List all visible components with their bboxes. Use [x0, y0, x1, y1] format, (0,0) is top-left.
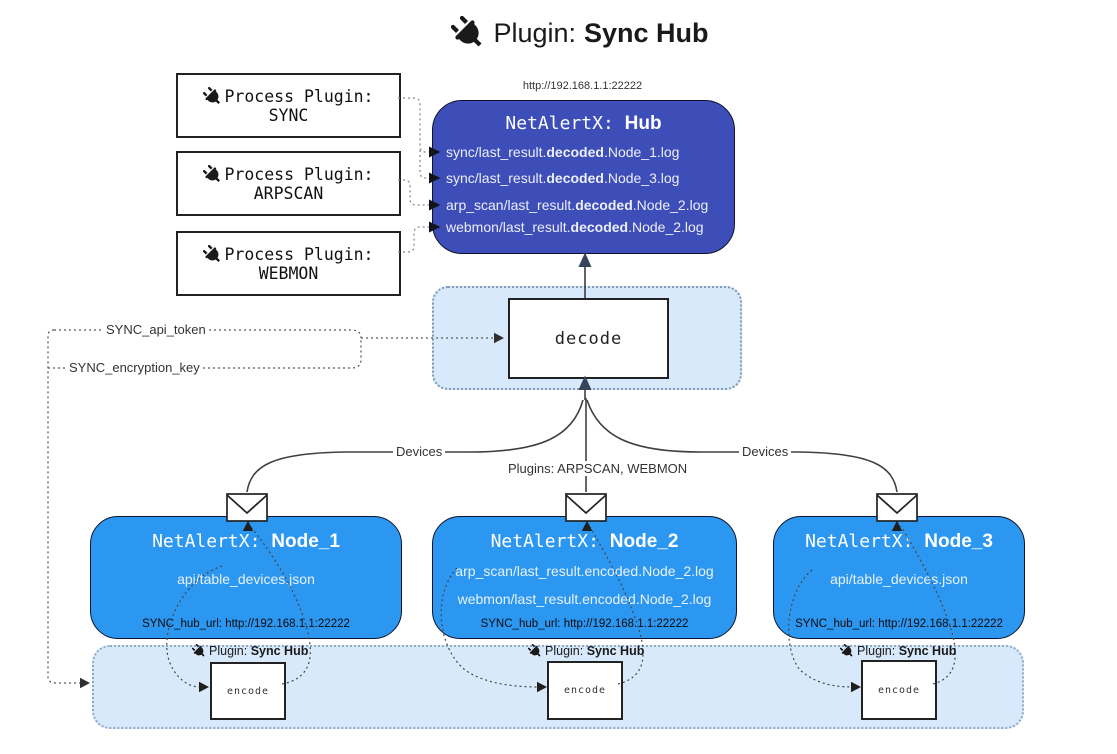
- hub-title-prefix: NetAlertX:: [505, 113, 625, 134]
- encode-box-2[interactable]: encode: [547, 661, 623, 720]
- process-plugin-line1: Process Plugin:: [224, 86, 374, 106]
- process-plugin-name: ARPSCAN: [253, 183, 324, 203]
- process-plugin-name: WEBMON: [258, 263, 319, 283]
- hub-node[interactable]: NetAlertX: Hub sync/last_result.decoded.…: [432, 100, 735, 254]
- hub-url: http://192.168.1.1:22222: [522, 80, 643, 92]
- node-title: NetAlertX: Node_2: [490, 531, 679, 552]
- node-1[interactable]: NetAlertX: Node_1 api/table_devices.json…: [90, 516, 402, 639]
- hub-file-line: sync/last_result.decoded.Node_3.log: [446, 170, 680, 186]
- encode-box-3[interactable]: encode: [861, 660, 937, 720]
- hub-title: NetAlertX: Hub: [433, 113, 734, 135]
- node-file: api/table_devices.json: [177, 571, 315, 587]
- plug-icon: [203, 87, 222, 106]
- plug-icon: [451, 16, 485, 50]
- node-title: NetAlertX: Node_1: [152, 531, 340, 552]
- node-hub-url: SYNC_hub_url: http://192.168.1.1:22222: [142, 618, 350, 630]
- encode-box-1[interactable]: encode: [210, 662, 286, 720]
- encode-label: encode: [226, 685, 270, 697]
- node-2[interactable]: NetAlertX: Node_2 arp_scan/last_result.e…: [432, 516, 737, 639]
- node-file: arp_scan/last_result.encoded.Node_2.log: [455, 563, 714, 579]
- title-bold: Sync Hub: [584, 17, 709, 48]
- node-title: NetAlertX: Node_3: [805, 531, 993, 552]
- node-hub-url: SYNC_hub_url: http://192.168.1.1:22222: [795, 618, 1003, 630]
- node-file: webmon/last_result.encoded.Node_2.log: [457, 591, 712, 607]
- process-plugin-webmon[interactable]: Process Plugin: WEBMON: [176, 231, 401, 296]
- plug-icon: [203, 165, 222, 184]
- hub-file-line: sync/last_result.decoded.Node_1.log: [446, 144, 680, 160]
- hub-file-line: arp_scan/last_result.decoded.Node_2.log: [446, 197, 709, 213]
- process-plugin-arpscan[interactable]: Process Plugin: ARPSCAN: [176, 151, 401, 216]
- decode-label: decode: [554, 328, 623, 349]
- process-plugin-name: SYNC: [268, 105, 309, 125]
- node-3[interactable]: NetAlertX: Node_3 api/table_devices.json…: [773, 516, 1025, 639]
- hub-file-line: webmon/last_result.decoded.Node_2.log: [446, 219, 704, 235]
- node-hub-url: SYNC_hub_url: http://192.168.1.1:22222: [480, 618, 689, 630]
- encode-label: encode: [563, 685, 607, 696]
- page-title: Plugin: Sync Hub: [300, 16, 860, 50]
- title-prefix: Plugin:: [493, 17, 577, 48]
- decode-box[interactable]: decode: [508, 298, 669, 379]
- process-plugin-line1: Process Plugin:: [224, 244, 374, 264]
- hub-title-bold: Hub: [624, 113, 662, 134]
- process-plugin-sync[interactable]: Process Plugin: SYNC: [176, 73, 401, 138]
- plug-icon: [203, 245, 222, 264]
- node-file: api/table_devices.json: [830, 571, 968, 587]
- process-plugin-line1: Process Plugin:: [224, 164, 374, 184]
- encode-label: encode: [877, 684, 921, 696]
